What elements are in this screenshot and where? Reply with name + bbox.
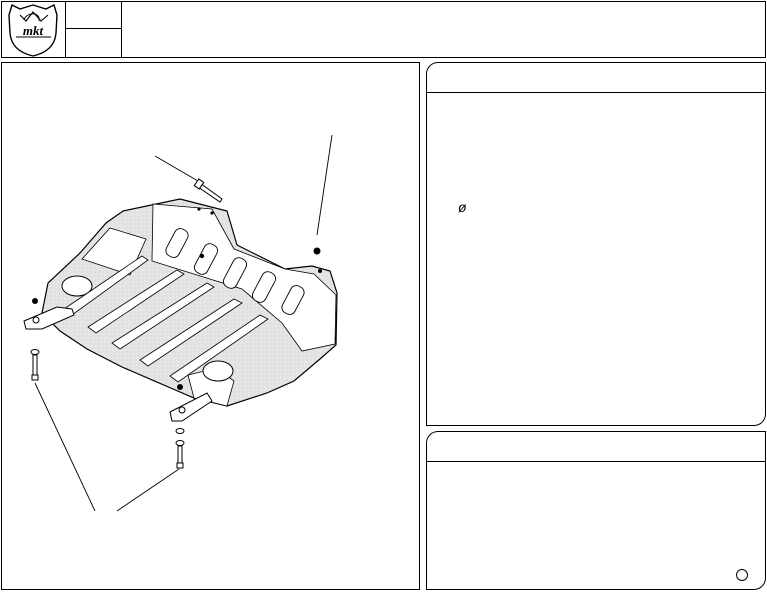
shield-emblem-icon: mkt [8, 4, 58, 57]
skid-plate [41, 198, 338, 407]
top-bolt [193, 178, 223, 203]
code-cell-top [66, 1, 122, 29]
leader-lines [34, 134, 333, 512]
header-frame [1, 1, 766, 58]
kit-panel-header [427, 432, 765, 462]
diameter-symbol-icon: ø [458, 199, 467, 215]
left-bolt [30, 349, 40, 381]
title-cell [122, 1, 766, 58]
spec-panel: ø [426, 62, 766, 426]
bottom-bolt [175, 428, 185, 469]
code-cell-bottom [66, 29, 122, 58]
kit-panel [426, 431, 766, 590]
drawing-panel [1, 62, 420, 590]
logo-cell: mkt [1, 1, 66, 58]
bottom-bracket [169, 384, 213, 422]
left-bracket [23, 298, 75, 330]
circle-marker-icon [736, 569, 748, 581]
skid-plate-drawing [23, 134, 338, 512]
right-nut [313, 247, 321, 255]
logo-text: mkt [23, 23, 44, 38]
spec-panel-header [427, 63, 765, 93]
